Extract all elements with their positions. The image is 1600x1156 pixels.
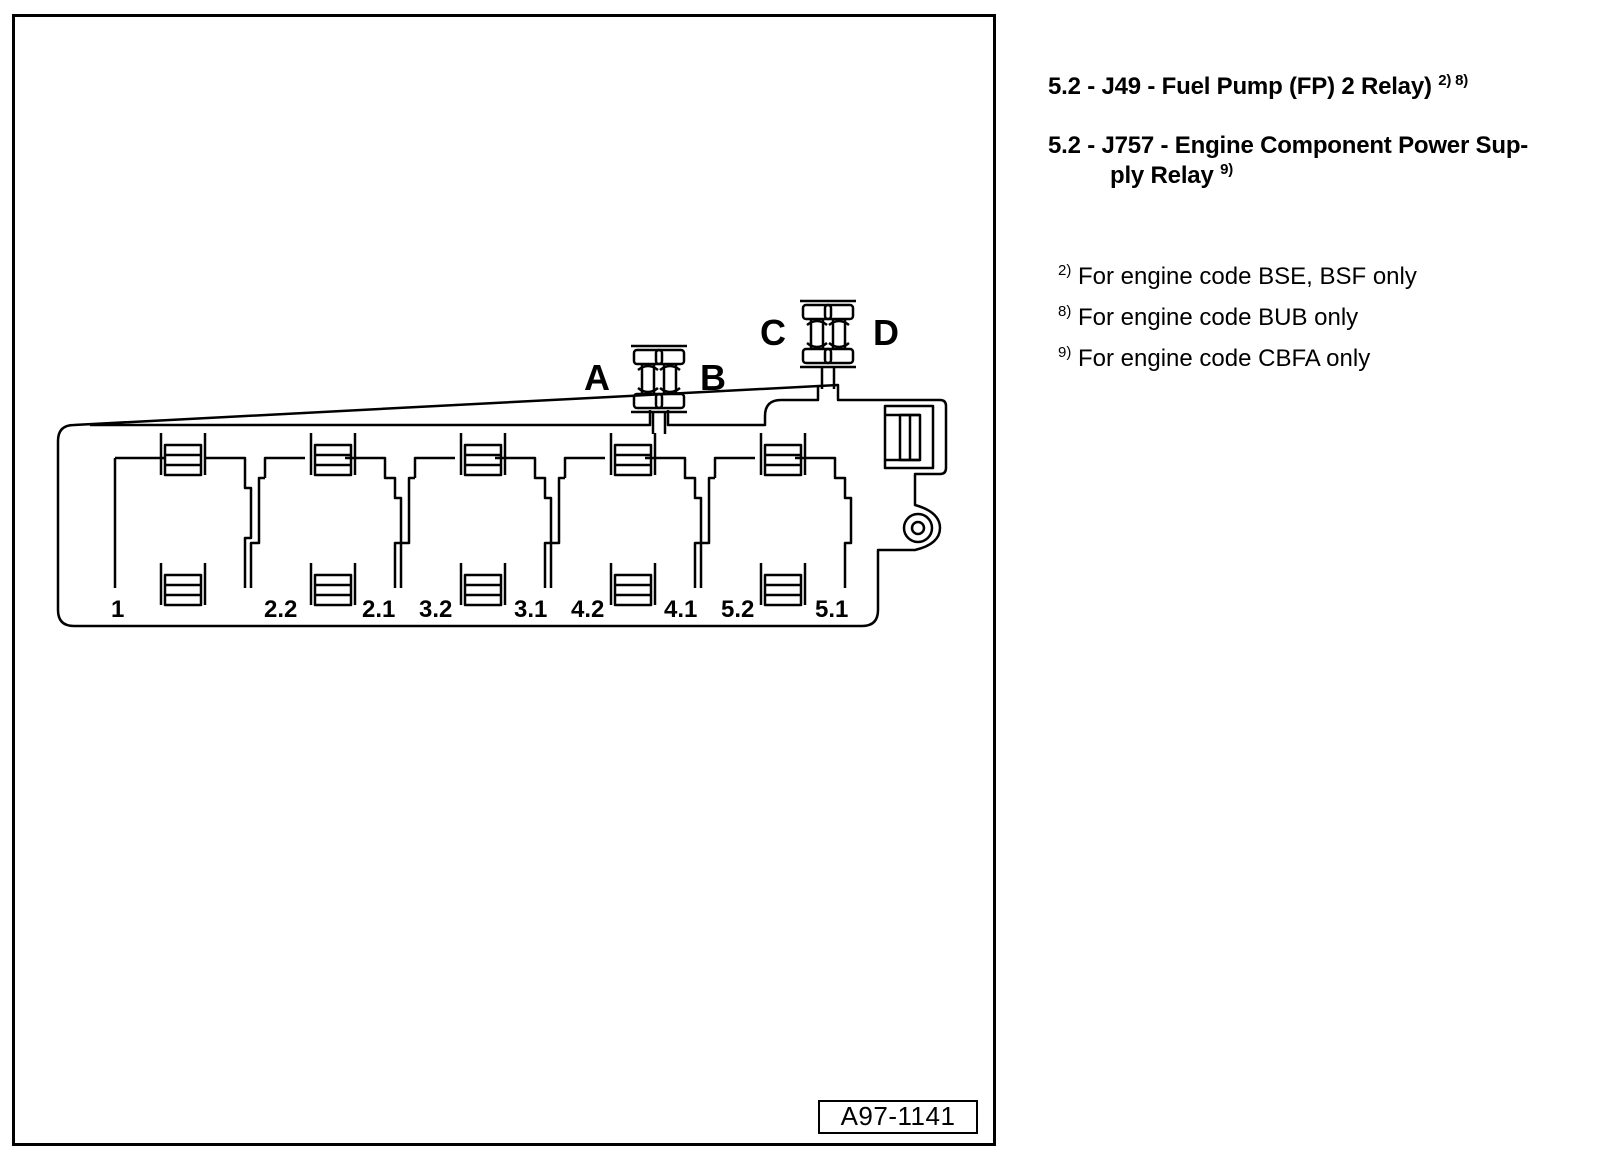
slot-4-terminal-bottom	[609, 563, 657, 607]
slot-label-5-2: 5.2	[721, 596, 754, 623]
carrier-outline	[56, 383, 948, 628]
heading-j49: 5.2 - J49 - Fuel Pump (FP) 2 Relay) 2) 8…	[1048, 72, 1468, 102]
footnote-8-mark: 8)	[1058, 303, 1072, 320]
slot-5-terminal-bottom	[759, 563, 807, 607]
relay-slot-2	[249, 456, 403, 588]
footnote-2-mark: 2)	[1058, 262, 1072, 279]
footnote-9-mark: 9)	[1058, 344, 1072, 361]
heading-j757-continuation: ply Relay	[1110, 162, 1214, 189]
relay-carrier-diagram: A B C D 1 2.2 2.1 3.2 3.1 4.2 4.1 5.2 5.…	[56, 299, 948, 628]
connector-label-d: D	[873, 312, 899, 353]
footnote-8-text: For engine code BUB only	[1078, 304, 1359, 331]
slot-label-2-1: 2.1	[362, 596, 395, 623]
heading-j757-text: 5.2 - J757 - Engine Component Power Sup-	[1048, 132, 1529, 159]
heading-j49-text: 5.2 - J49 - Fuel Pump (FP) 2 Relay)	[1048, 73, 1432, 100]
heading-j49-footnote-marks: 2) 8)	[1438, 72, 1469, 89]
slot-label-2-2: 2.2	[264, 596, 297, 623]
slot-1-terminal-bottom	[159, 563, 207, 607]
heading-j757: 5.2 - J757 - Engine Component Power Sup-…	[1048, 131, 1528, 191]
slot-1-terminal-top	[159, 433, 207, 477]
footnote-2: 2) For engine code BSE, BSF only	[1058, 262, 1417, 292]
relay-slot-3	[399, 456, 553, 588]
footnote-8: 8) For engine code BUB only	[1058, 303, 1358, 333]
heading-j757-footnote-mark: 9)	[1220, 161, 1233, 178]
slot-label-5-1: 5.1	[815, 596, 848, 623]
slot-3-terminal-top	[459, 433, 507, 477]
connector-clip-c-d	[800, 299, 856, 389]
connector-label-a: A	[584, 357, 610, 398]
relay-slot-4	[549, 456, 703, 588]
connector-clip-a-b	[631, 344, 687, 434]
relay-slot-1	[113, 456, 253, 588]
connector-label-b: B	[700, 357, 726, 398]
footnote-9: 9) For engine code CBFA only	[1058, 344, 1370, 374]
slot-label-1: 1	[111, 596, 124, 623]
mounting-eyelet	[902, 512, 934, 544]
connector-label-c: C	[760, 312, 786, 353]
clip-housing	[883, 404, 935, 470]
slot-label-4-1: 4.1	[664, 596, 697, 623]
slot-2-terminal-top	[309, 433, 357, 477]
relay-slot-5	[699, 456, 853, 588]
slot-4-terminal-top	[609, 433, 657, 477]
footnote-9-text: For engine code CBFA only	[1078, 345, 1371, 372]
footnote-2-text: For engine code BSE, BSF only	[1078, 263, 1417, 290]
figure-frame	[12, 14, 996, 1146]
slot-label-3-2: 3.2	[419, 596, 452, 623]
slot-5-terminal-top	[759, 433, 807, 477]
slot-3-terminal-bottom	[459, 563, 507, 607]
figure-id-box: A97-1141	[818, 1100, 978, 1134]
slot-2-terminal-bottom	[309, 563, 357, 607]
slot-label-4-2: 4.2	[571, 596, 604, 623]
slot-label-3-1: 3.1	[514, 596, 547, 623]
